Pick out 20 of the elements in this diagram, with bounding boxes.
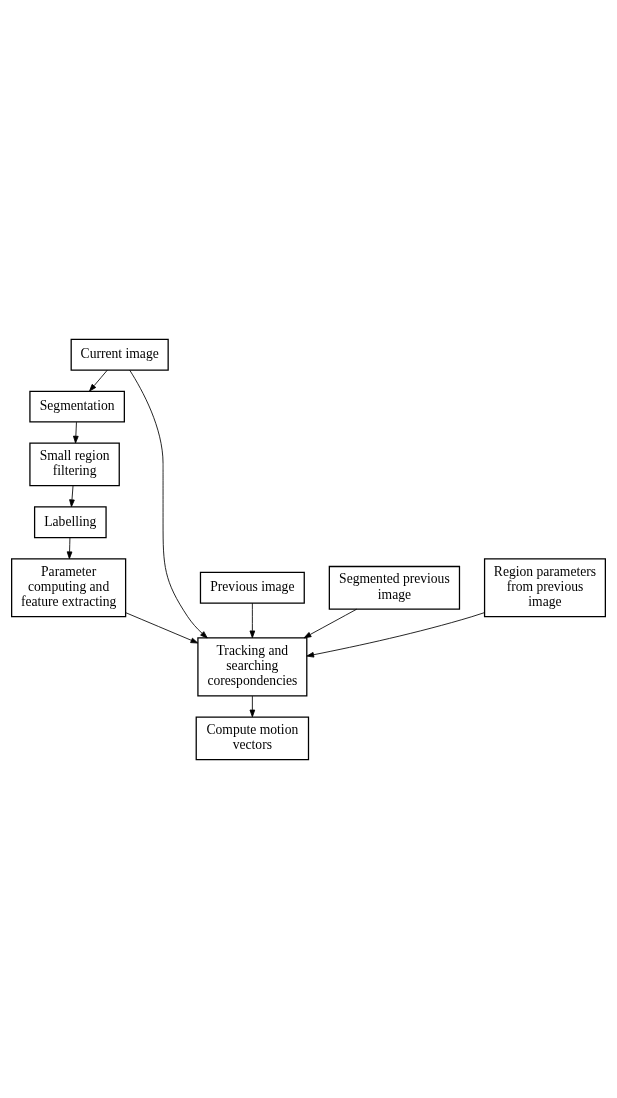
node-box: Segmentation bbox=[29, 390, 125, 423]
arrow bbox=[89, 369, 108, 391]
node-box: Parameter computing and feature extracting bbox=[11, 557, 127, 617]
arrow bbox=[129, 369, 208, 638]
node-box: Segmented previous image bbox=[328, 565, 461, 610]
arrow bbox=[303, 608, 358, 638]
arrow bbox=[125, 611, 199, 643]
node-box: Tracking and searching corespondencies bbox=[197, 636, 308, 696]
node-box: Region parameters from previous image bbox=[483, 557, 606, 617]
arrow bbox=[66, 536, 73, 559]
node-box: Previous image bbox=[199, 571, 305, 604]
node-box: Small region filtering bbox=[29, 442, 120, 486]
arrow bbox=[73, 421, 79, 443]
node-box: Compute motion vectors bbox=[195, 715, 310, 760]
node-box: Current image bbox=[70, 338, 169, 371]
arrow bbox=[249, 602, 256, 638]
arrow bbox=[306, 611, 485, 658]
arrow bbox=[69, 484, 75, 507]
node-box: Labelling bbox=[33, 505, 107, 538]
arrow bbox=[249, 695, 256, 717]
